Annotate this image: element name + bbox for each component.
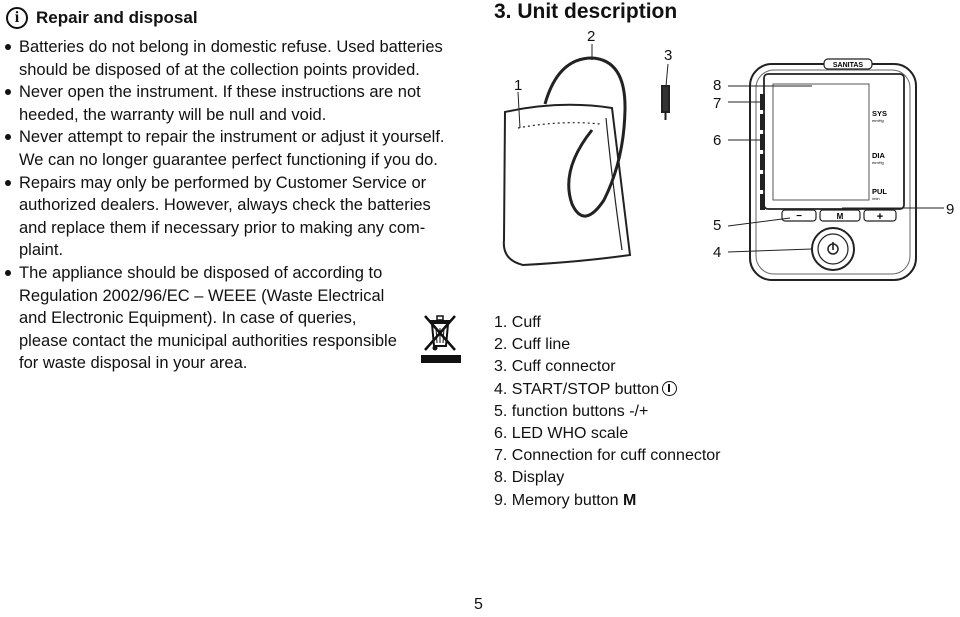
bullet-item: The appliance should be disposed of acco… (4, 262, 399, 375)
section-title: 3. Unit description (494, 0, 678, 23)
power-icon (662, 380, 678, 396)
part-item: 6. LED WHO scale (494, 425, 629, 443)
part-item: 5. function buttons -/+ (494, 402, 649, 420)
callout-6: 6 (713, 132, 721, 149)
dia-label: DIA (872, 151, 886, 160)
sys-unit: mmHg (872, 118, 884, 123)
unit-diagram: SANITAS SYS mmHg DIA mmHg PUL /min − M + (502, 28, 954, 281)
callout-8: 8 (713, 77, 721, 94)
part-item: 8. Display (494, 469, 565, 487)
part-item: 9. Memory button M (494, 490, 721, 512)
parts-list: 1. Cuff 2. Cuff line 3. Cuff connector 4… (494, 312, 721, 512)
minus-button: − (796, 211, 802, 222)
part-label: 9. Memory button (494, 491, 619, 509)
device-drawing: SANITAS SYS mmHg DIA mmHg PUL /min − M + (749, 58, 917, 281)
memory-symbol: M (622, 491, 637, 509)
leader-lines (517, 44, 944, 253)
function-buttons: − M + (781, 209, 897, 223)
pul-unit: /min (872, 196, 880, 201)
dia-unit: mmHg (872, 160, 884, 165)
start-stop-button (811, 227, 855, 271)
part-item: 3. Cuff connector (494, 358, 616, 376)
page-number: 5 (474, 596, 483, 613)
callout-3: 3 (664, 47, 672, 64)
section-heading: i Repair and disposal (6, 4, 198, 32)
part-item: 4. START/STOP button (494, 379, 721, 401)
bullet-item: Never open the instrument. If these inst… (4, 81, 462, 126)
part-item: 7. Connection for cuff connector (494, 447, 721, 465)
bullet-item: Never attempt to repair the instrument o… (4, 126, 462, 171)
part-item: 2. Cuff line (494, 336, 571, 354)
bullet-item: Batteries do not belong in domestic refu… (4, 36, 462, 81)
callout-7: 7 (713, 95, 721, 112)
bullet-item: Repairs may only be performed by Custome… (4, 172, 462, 262)
callout-2: 2 (587, 28, 595, 45)
callout-numbers: 1 2 3 8 7 6 5 4 9 (514, 28, 954, 261)
cuff-drawing (502, 56, 670, 267)
part-item: 1. Cuff (494, 314, 541, 331)
info-icon: i (6, 7, 28, 29)
callout-9: 9 (946, 201, 954, 218)
callout-5: 5 (713, 217, 721, 234)
bullet-list: Batteries do not belong in domestic refu… (4, 36, 462, 375)
brand-label: SANITAS (833, 62, 864, 69)
plus-button: + (877, 211, 883, 223)
callout-4: 4 (713, 244, 721, 261)
callout-1: 1 (514, 77, 522, 94)
memory-button: M (837, 212, 844, 221)
pul-label: PUL (872, 187, 887, 196)
heading-title: Repair and disposal (36, 8, 198, 27)
weee-bin-icon (421, 315, 461, 363)
part-label: 4. START/STOP button (494, 380, 660, 398)
sys-label: SYS (872, 109, 887, 118)
